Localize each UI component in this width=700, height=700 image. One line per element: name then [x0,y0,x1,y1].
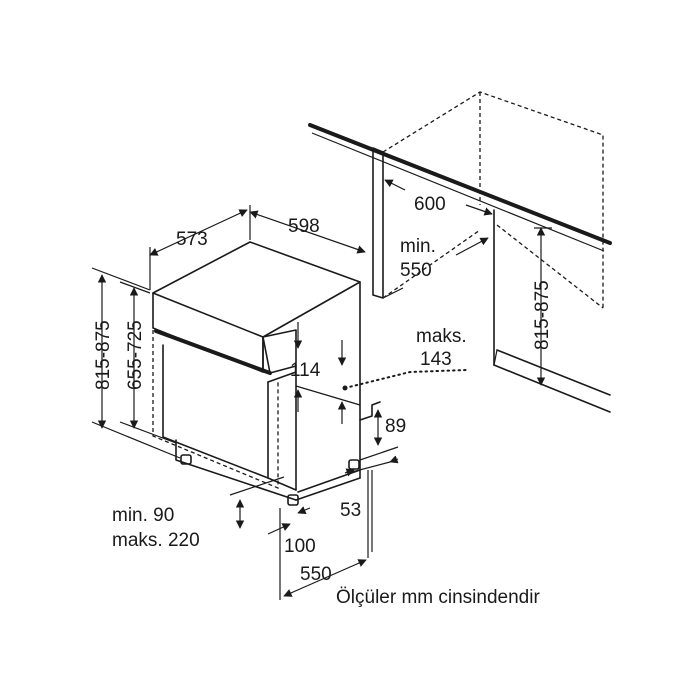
label-niche-width: 600 [414,194,446,215]
label-plinth-min: min. 90 [112,505,174,526]
dim-foot-100 [267,506,311,600]
dim-plinth-height [229,476,285,529]
dishwasher-body [152,241,361,506]
label-niche-depth-min: min. [400,236,436,257]
dim-plinth-89 [359,401,399,461]
dim-depth-top [149,209,248,290]
dim-depth-bottom [283,470,369,597]
dim-body-height [119,281,177,444]
label-foot-100: 100 [284,536,316,557]
dim-niche-height [534,227,552,386]
label-depth-top: 573 [176,229,208,250]
leader-dot [342,385,348,391]
dim-niche-depth [382,237,489,299]
niche-outline [308,91,612,413]
label-niche-height: 815-875 [532,280,553,350]
label-total-height: 815-875 [93,320,114,390]
dim-panel-114 [293,322,361,412]
leader-panel-maks [344,369,467,389]
units-note: Ölçüler mm cinsindendir [336,587,540,608]
dim-foot-53 [344,455,399,552]
label-panel-maks: maks. [416,326,467,347]
label-niche-depth-value: 550 [400,260,432,281]
label-width-top: 598 [288,216,320,237]
label-plinth-89: 89 [385,416,406,437]
label-foot-53: 53 [340,500,361,521]
label-plinth-maks: maks. 220 [112,530,200,551]
dim-width-top [249,205,366,254]
label-depth-bottom: 550 [300,564,332,585]
dim-total-height [91,267,181,459]
dim-niche-width [384,179,493,216]
label-panel-maks-value: 143 [420,349,452,370]
label-panel-114: 114 [290,360,321,381]
label-body-height: 655-725 [125,320,146,390]
